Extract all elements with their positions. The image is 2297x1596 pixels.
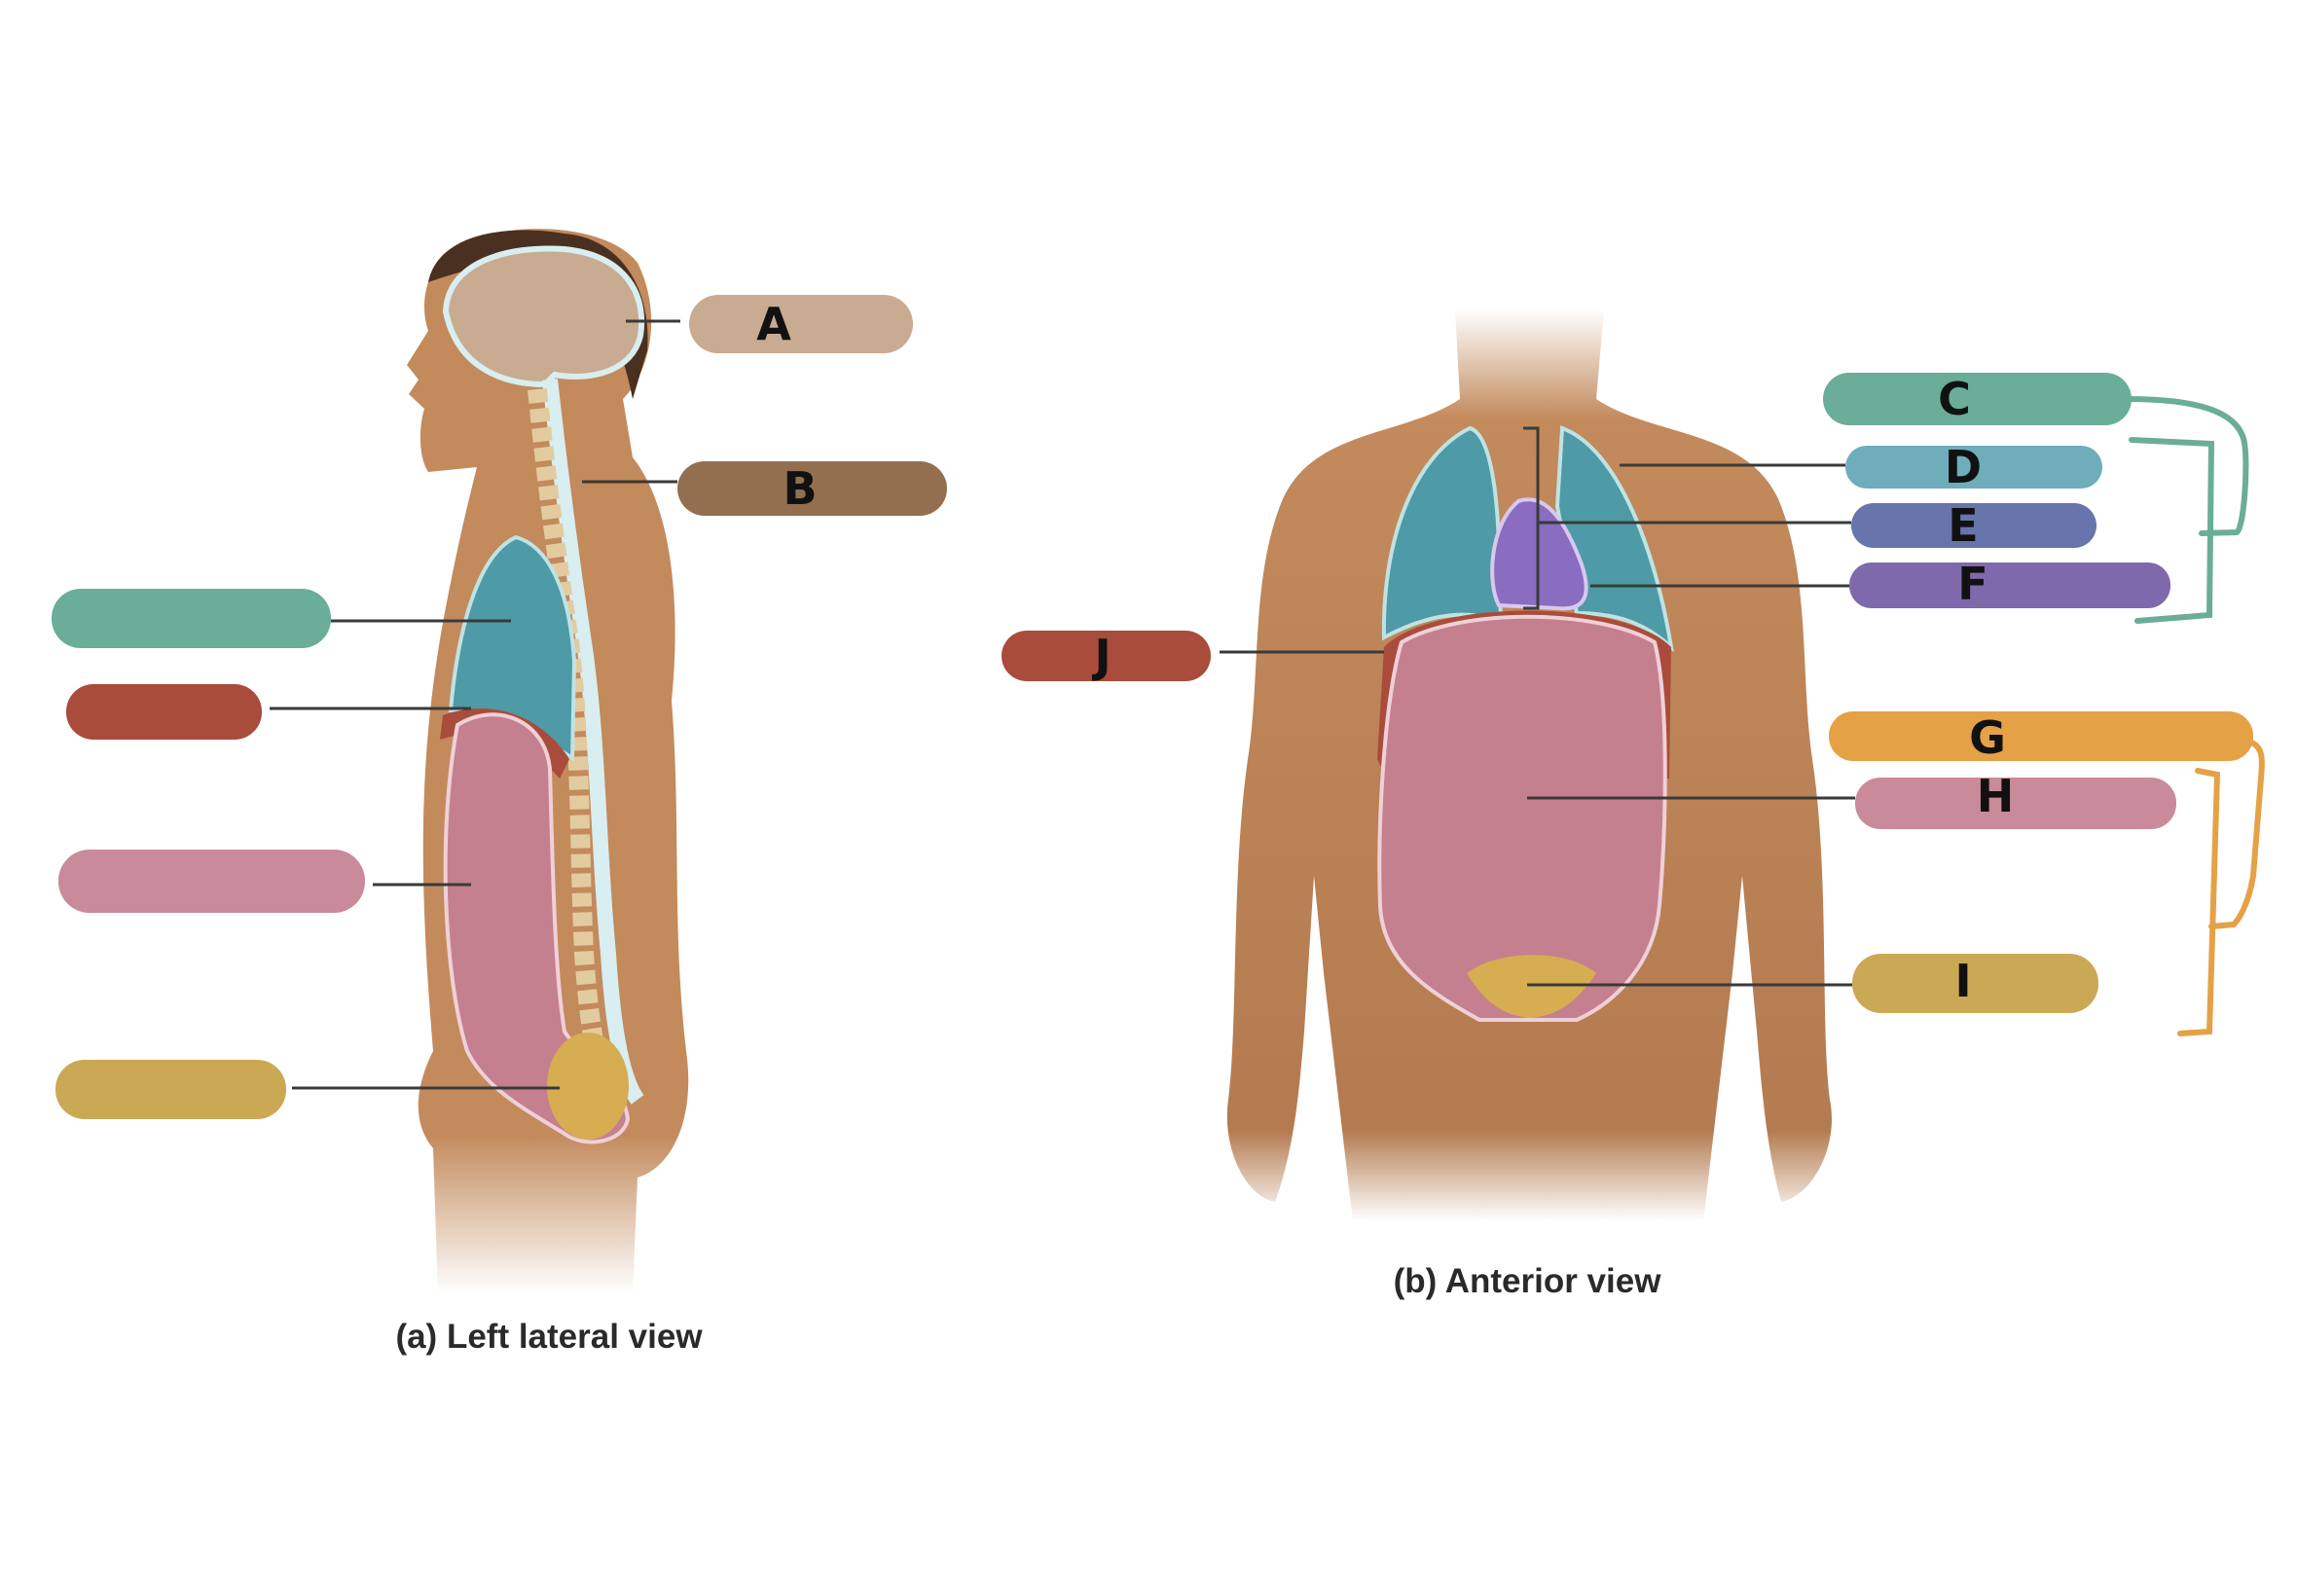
label-B-text: B: [783, 462, 817, 515]
mediastinum-bracket: [1523, 426, 1540, 610]
label-H[interactable]: H: [1855, 770, 2176, 829]
label-F-text: F: [1957, 558, 1987, 610]
anterior-figure: [1226, 309, 1832, 1221]
blank-label-thoracic[interactable]: [52, 589, 331, 648]
blank-label-pelvic[interactable]: [55, 1060, 286, 1119]
abdominopelvic-bracket: [2208, 737, 2265, 929]
label-G[interactable]: G: [1829, 711, 2253, 764]
left-lung: [1381, 425, 1504, 641]
abdominopelvic-cavity-anterior: [1377, 614, 1667, 1022]
vertebral-canal: [542, 379, 644, 1105]
label-D-text: D: [1945, 441, 1982, 493]
caption-lateral-view: (a) Left lateral view: [395, 1318, 703, 1356]
vertebral-column: [528, 388, 622, 1106]
pelvic-cavity-lateral: [547, 1033, 629, 1140]
label-E-text: E: [1948, 499, 1978, 552]
label-F[interactable]: F: [1849, 558, 2170, 610]
label-D[interactable]: D: [1845, 441, 2102, 493]
label-E[interactable]: E: [1851, 499, 2096, 552]
label-J-text: J: [1091, 630, 1111, 682]
label-A[interactable]: A: [689, 295, 913, 353]
blank-label-diaphragm[interactable]: [66, 684, 262, 740]
label-C[interactable]: C: [1823, 373, 2132, 425]
cranial-cavity: [442, 245, 645, 388]
label-J[interactable]: J: [1002, 630, 1211, 682]
label-G-text: G: [1969, 711, 2006, 764]
lateral-figure: [407, 229, 689, 1294]
label-I[interactable]: I: [1852, 954, 2098, 1013]
abdominopelvic-subdivision-bracket: [2177, 768, 2221, 1036]
label-A-text: A: [756, 298, 791, 350]
blank-label-abdominopelvic[interactable]: [58, 850, 365, 913]
label-H-text: H: [1977, 770, 2015, 822]
ventral-thoracic-bracket: [2124, 396, 2249, 536]
pelvic-cavity-anterior: [1467, 955, 1596, 1018]
label-I-text: I: [1954, 955, 1971, 1007]
label-B[interactable]: B: [677, 461, 947, 516]
leader-lines: [270, 319, 1855, 1090]
thoracic-subdivision-bracket: [2129, 437, 2215, 624]
label-C-text: C: [1938, 373, 1971, 425]
caption-anterior-view: (b) Anterior view: [1394, 1262, 1662, 1300]
abdominopelvic-cavity-lateral: [443, 712, 631, 1144]
